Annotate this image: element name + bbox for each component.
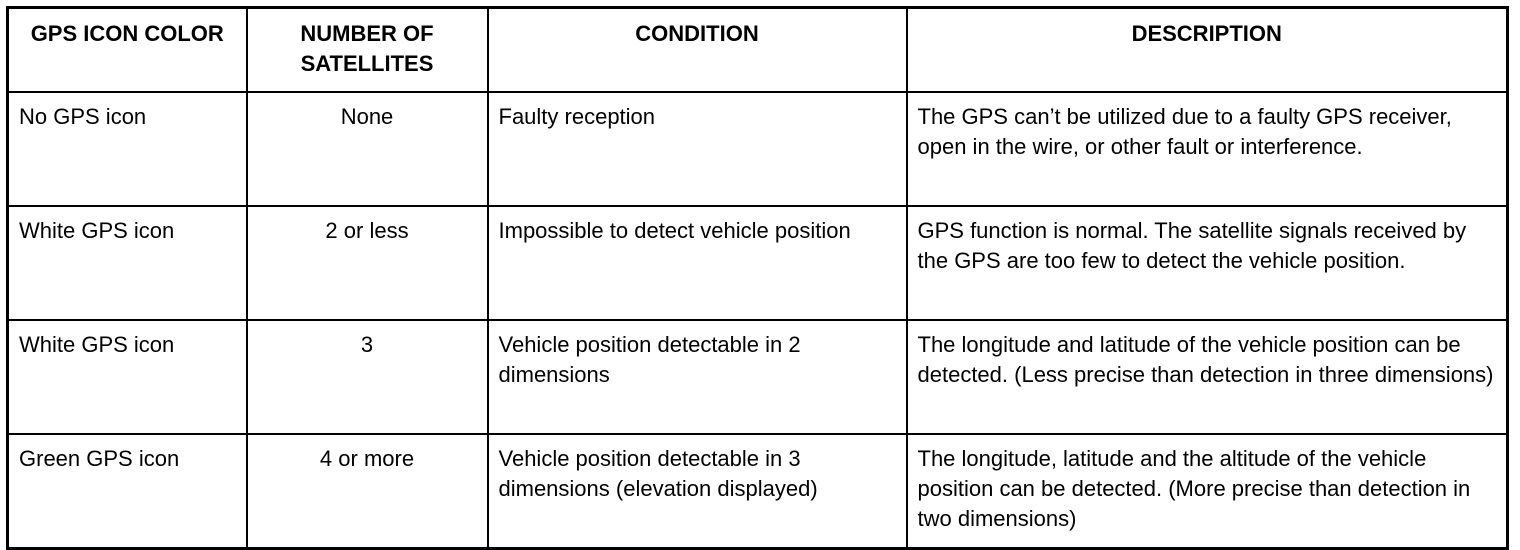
cell-satellites: 2 or less — [245, 205, 489, 321]
cell-condition: Impossible to detect vehicle position — [486, 205, 908, 321]
header-description: DESCRIPTION — [905, 6, 1509, 93]
cell-icon-color: Green GPS icon — [6, 433, 248, 549]
cell-satellites: 3 — [245, 319, 489, 435]
cell-satellites: 4 or more — [245, 433, 489, 549]
table-row: White GPS icon 3 Vehicle position detect… — [6, 319, 1509, 435]
cell-description: The longitude and latitude of the vehicl… — [905, 319, 1509, 435]
gps-status-table: GPS ICON COLOR NUMBER OF SATELLITES COND… — [6, 6, 1509, 550]
table-row: No GPS icon None Faulty reception The GP… — [6, 91, 1509, 207]
header-gps-icon-color: GPS ICON COLOR — [6, 6, 248, 93]
table-row: White GPS icon 2 or less Impossible to d… — [6, 205, 1509, 321]
cell-description: The longitude, latitude and the altitude… — [905, 433, 1509, 549]
header-condition: CONDITION — [486, 6, 908, 93]
cell-icon-color: No GPS icon — [6, 91, 248, 207]
cell-satellites: None — [245, 91, 489, 207]
cell-condition: Faulty reception — [486, 91, 908, 207]
table-body: No GPS icon None Faulty reception The GP… — [6, 91, 1509, 549]
cell-condition: Vehicle position detectable in 2 dimensi… — [486, 319, 908, 435]
header-number-of-satellites: NUMBER OF SATELLITES — [245, 6, 489, 93]
cell-description: The GPS can’t be utilized due to a fault… — [905, 91, 1509, 207]
cell-condition: Vehicle position detectable in 3 dimensi… — [486, 433, 908, 549]
table-header: GPS ICON COLOR NUMBER OF SATELLITES COND… — [6, 6, 1509, 93]
table-row: Green GPS icon 4 or more Vehicle positio… — [6, 433, 1509, 549]
cell-icon-color: White GPS icon — [6, 205, 248, 321]
cell-icon-color: White GPS icon — [6, 319, 248, 435]
header-row: GPS ICON COLOR NUMBER OF SATELLITES COND… — [6, 6, 1509, 93]
cell-description: GPS function is normal. The satellite si… — [905, 205, 1509, 321]
